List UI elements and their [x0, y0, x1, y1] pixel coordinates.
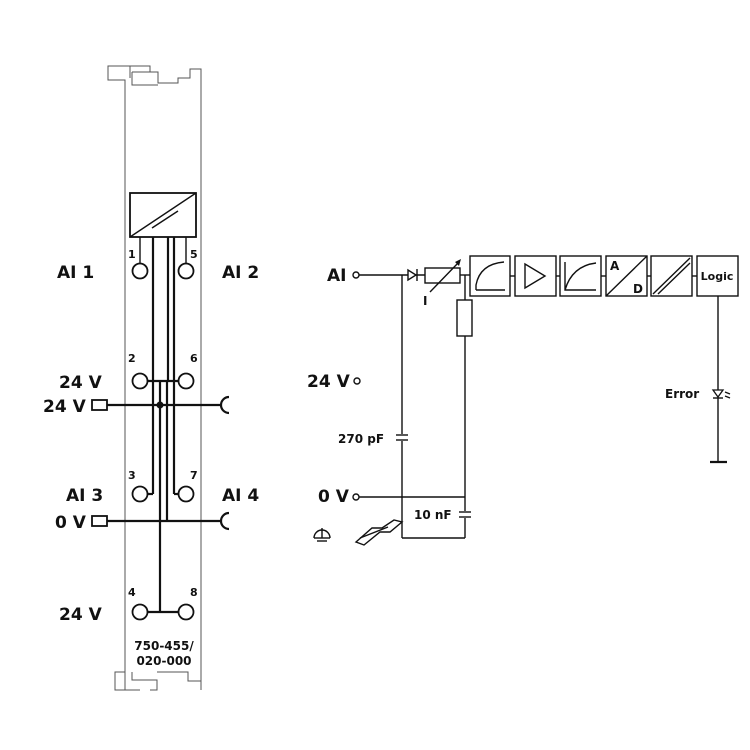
terminal-number: 6 [190, 352, 198, 365]
error-label: Error [665, 387, 699, 401]
ad-converter-block: A D [605, 255, 648, 297]
current-label: I [423, 294, 427, 308]
part-number-suffix: 020-000 [136, 654, 191, 668]
terminal-5[interactable] [177, 262, 195, 280]
terminal-number: 5 [190, 248, 198, 261]
label-24v-bottom: 24 V [59, 605, 103, 625]
signal-chain: A D Logic [469, 255, 739, 297]
variable-resistor-icon [424, 259, 461, 293]
terminal-number: 3 [128, 469, 136, 482]
amplifier-block-icon [514, 255, 557, 297]
terminal-7[interactable] [177, 485, 195, 503]
label-ai3: AI 3 [66, 486, 103, 506]
error-led-icon [711, 389, 731, 399]
terminal-4[interactable] [131, 603, 149, 621]
terminal-number: 1 [128, 248, 136, 261]
logic-block: Logic [696, 255, 739, 297]
filter-block-icon [469, 255, 511, 297]
ad-label-d: D [633, 282, 643, 296]
schematic-label-ai: AI [327, 266, 346, 286]
module-housing [107, 65, 202, 691]
isolation-block-icon [650, 255, 693, 297]
capacitor-270pf-icon [396, 434, 408, 441]
label-0v-power: 0 V [55, 513, 87, 533]
power-jumper-0v-icon [219, 511, 230, 531]
terminal-number: 4 [128, 586, 136, 599]
terminal-2[interactable] [131, 372, 149, 390]
din-rail-icon [354, 519, 404, 546]
label-24v: 24 V [59, 373, 103, 393]
power-contact-0v-icon [91, 515, 108, 527]
capacitor-10nf-label: 10 nF [414, 508, 452, 522]
terminal-number: 7 [190, 469, 198, 482]
power-contact-24v-icon [91, 399, 108, 411]
schematic-wires [359, 274, 470, 539]
power-jumper-24v-icon [219, 395, 230, 415]
label-ai1: AI 1 [57, 263, 94, 283]
terminal-3[interactable] [131, 485, 149, 503]
terminal-6[interactable] [177, 372, 195, 390]
terminals: 1 2 3 4 5 6 7 8 [128, 248, 198, 621]
logic-label: Logic [701, 270, 734, 283]
filter-block-2-icon [559, 255, 602, 297]
ground-symbol-icon [313, 528, 331, 542]
terminal-number: 8 [190, 586, 198, 599]
schematic-label-24v: 24 V [307, 372, 351, 392]
internal-wiring [107, 237, 222, 614]
schematic-label-0v: 0 V [318, 487, 350, 507]
part-number: 750-455/ [134, 639, 194, 653]
terminal-1[interactable] [131, 262, 149, 280]
label-ai4: AI 4 [222, 486, 259, 506]
resistor-icon [456, 299, 473, 337]
diode-icon [407, 268, 418, 282]
label-24v-power: 24 V [43, 397, 87, 417]
ad-label-a: A [610, 259, 620, 273]
terminal-8[interactable] [177, 603, 195, 621]
isolation-converter-icon [129, 192, 197, 238]
terminal-number: 2 [128, 352, 136, 365]
label-ai2: AI 2 [222, 263, 259, 283]
capacitor-10nf-icon [459, 511, 471, 518]
capacitor-270pf-label: 270 pF [338, 432, 384, 446]
